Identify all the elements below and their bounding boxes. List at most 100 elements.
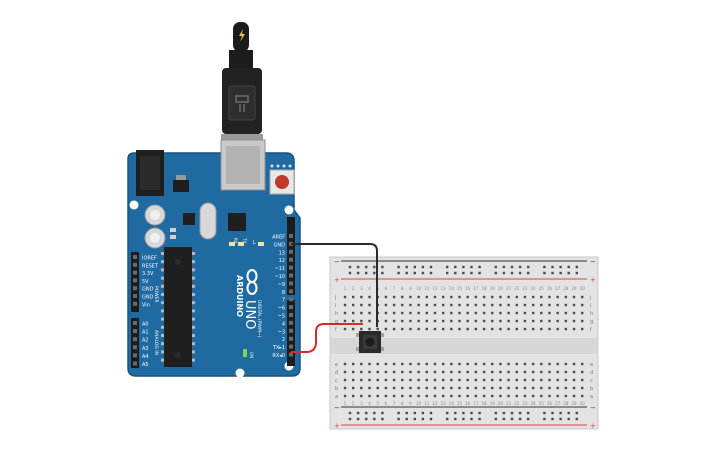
reset-button-icon[interactable]	[269, 169, 295, 195]
breadboard-hole[interactable]	[384, 362, 388, 366]
breadboard-hole[interactable]	[401, 370, 404, 374]
breadboard-hole[interactable]	[474, 386, 478, 390]
rail-hole[interactable]	[527, 271, 530, 275]
rail-hole[interactable]	[446, 411, 449, 415]
breadboard-hole[interactable]	[581, 378, 584, 382]
breadboard-hole[interactable]	[351, 378, 355, 382]
breadboard-hole[interactable]	[409, 327, 412, 331]
header-pin[interactable]	[133, 255, 137, 259]
breadboard-hole[interactable]	[441, 386, 445, 390]
breadboard-hole[interactable]	[523, 327, 527, 331]
breadboard-hole[interactable]	[392, 386, 396, 390]
rail-hole[interactable]	[462, 271, 465, 275]
breadboard-hole[interactable]	[474, 394, 478, 398]
rail-hole[interactable]	[494, 271, 497, 275]
breadboard-hole[interactable]	[474, 362, 478, 366]
breadboard-hole[interactable]	[409, 295, 412, 299]
breadboard-hole[interactable]	[401, 378, 404, 382]
rail-hole[interactable]	[470, 271, 473, 275]
breadboard-hole[interactable]	[384, 319, 388, 323]
breadboard-hole[interactable]	[548, 327, 551, 331]
rail-hole[interactable]	[397, 265, 400, 269]
breadboard-hole[interactable]	[482, 386, 486, 390]
rail-hole[interactable]	[543, 417, 546, 421]
breadboard-hole[interactable]	[409, 303, 412, 307]
breadboard-hole[interactable]	[499, 386, 502, 390]
breadboard-hole[interactable]	[474, 370, 478, 374]
breadboard-hole[interactable]	[523, 311, 527, 315]
header-pin[interactable]	[133, 321, 137, 325]
breadboard-hole[interactable]	[458, 319, 461, 323]
rail-hole[interactable]	[575, 271, 578, 275]
breadboard-hole[interactable]	[564, 319, 568, 323]
breadboard-hole[interactable]	[507, 394, 510, 398]
breadboard-hole[interactable]	[581, 303, 584, 307]
breadboard-hole[interactable]	[507, 311, 510, 315]
breadboard-hole[interactable]	[450, 303, 453, 307]
breadboard-hole[interactable]	[401, 319, 404, 323]
rail-hole[interactable]	[518, 417, 522, 421]
rail-hole[interactable]	[421, 265, 425, 269]
breadboard-hole[interactable]	[450, 319, 453, 323]
rail-hole[interactable]	[502, 271, 506, 275]
breadboard-hole[interactable]	[474, 295, 478, 299]
rail-hole[interactable]	[373, 271, 376, 275]
breadboard-hole[interactable]	[515, 295, 518, 299]
breadboard-hole[interactable]	[376, 327, 379, 331]
breadboard-hole[interactable]	[409, 378, 412, 382]
breadboard-hole[interactable]	[417, 327, 420, 331]
breadboard-hole[interactable]	[401, 362, 404, 366]
breadboard-hole[interactable]	[351, 386, 355, 390]
breadboard-hole[interactable]	[482, 319, 486, 323]
rail-hole[interactable]	[405, 411, 408, 415]
breadboard-hole[interactable]	[409, 319, 412, 323]
rail-hole[interactable]	[470, 265, 473, 269]
breadboard-hole[interactable]	[572, 378, 576, 382]
breadboard-hole[interactable]	[376, 394, 379, 398]
rail-hole[interactable]	[429, 265, 433, 269]
rail-hole[interactable]	[575, 411, 578, 415]
breadboard-hole[interactable]	[581, 370, 584, 374]
breadboard-hole[interactable]	[581, 362, 584, 366]
rail-hole[interactable]	[348, 417, 352, 421]
breadboard-hole[interactable]	[417, 370, 420, 374]
breadboard-hole[interactable]	[384, 327, 388, 331]
header-pin[interactable]	[289, 305, 293, 310]
breadboard-hole[interactable]	[531, 362, 535, 366]
breadboard-hole[interactable]	[515, 378, 518, 382]
breadboard-hole[interactable]	[499, 327, 502, 331]
header-pin[interactable]	[289, 249, 293, 254]
breadboard-hole[interactable]	[581, 386, 584, 390]
breadboard-hole[interactable]	[556, 303, 559, 307]
breadboard-hole[interactable]	[466, 319, 469, 323]
breadboard-hole[interactable]	[368, 319, 371, 323]
breadboard-hole[interactable]	[523, 295, 527, 299]
rail-hole[interactable]	[397, 417, 400, 421]
rail-hole[interactable]	[348, 411, 352, 415]
rail-hole[interactable]	[559, 417, 562, 421]
breadboard-hole[interactable]	[466, 303, 469, 307]
breadboard-hole[interactable]	[384, 295, 388, 299]
breadboard-hole[interactable]	[441, 370, 445, 374]
rail-hole[interactable]	[470, 411, 473, 415]
breadboard-hole[interactable]	[556, 295, 559, 299]
breadboard-hole[interactable]	[433, 370, 437, 374]
breadboard-hole[interactable]	[540, 327, 543, 331]
rail-hole[interactable]	[551, 411, 554, 415]
breadboard-hole[interactable]	[531, 370, 535, 374]
breadboard-hole[interactable]	[474, 319, 478, 323]
rail-hole[interactable]	[421, 271, 425, 275]
breadboard-hole[interactable]	[351, 327, 355, 331]
breadboard-hole[interactable]	[515, 394, 518, 398]
breadboard-hole[interactable]	[523, 362, 527, 366]
breadboard-hole[interactable]	[401, 386, 404, 390]
breadboard-hole[interactable]	[556, 311, 559, 315]
rail-hole[interactable]	[559, 411, 562, 415]
rail-hole[interactable]	[356, 417, 360, 421]
breadboard-hole[interactable]	[491, 311, 494, 315]
breadboard-hole[interactable]	[458, 378, 461, 382]
rail-hole[interactable]	[356, 265, 360, 269]
rail-hole[interactable]	[478, 417, 481, 421]
breadboard-hole[interactable]	[564, 394, 568, 398]
rail-hole[interactable]	[365, 271, 368, 275]
